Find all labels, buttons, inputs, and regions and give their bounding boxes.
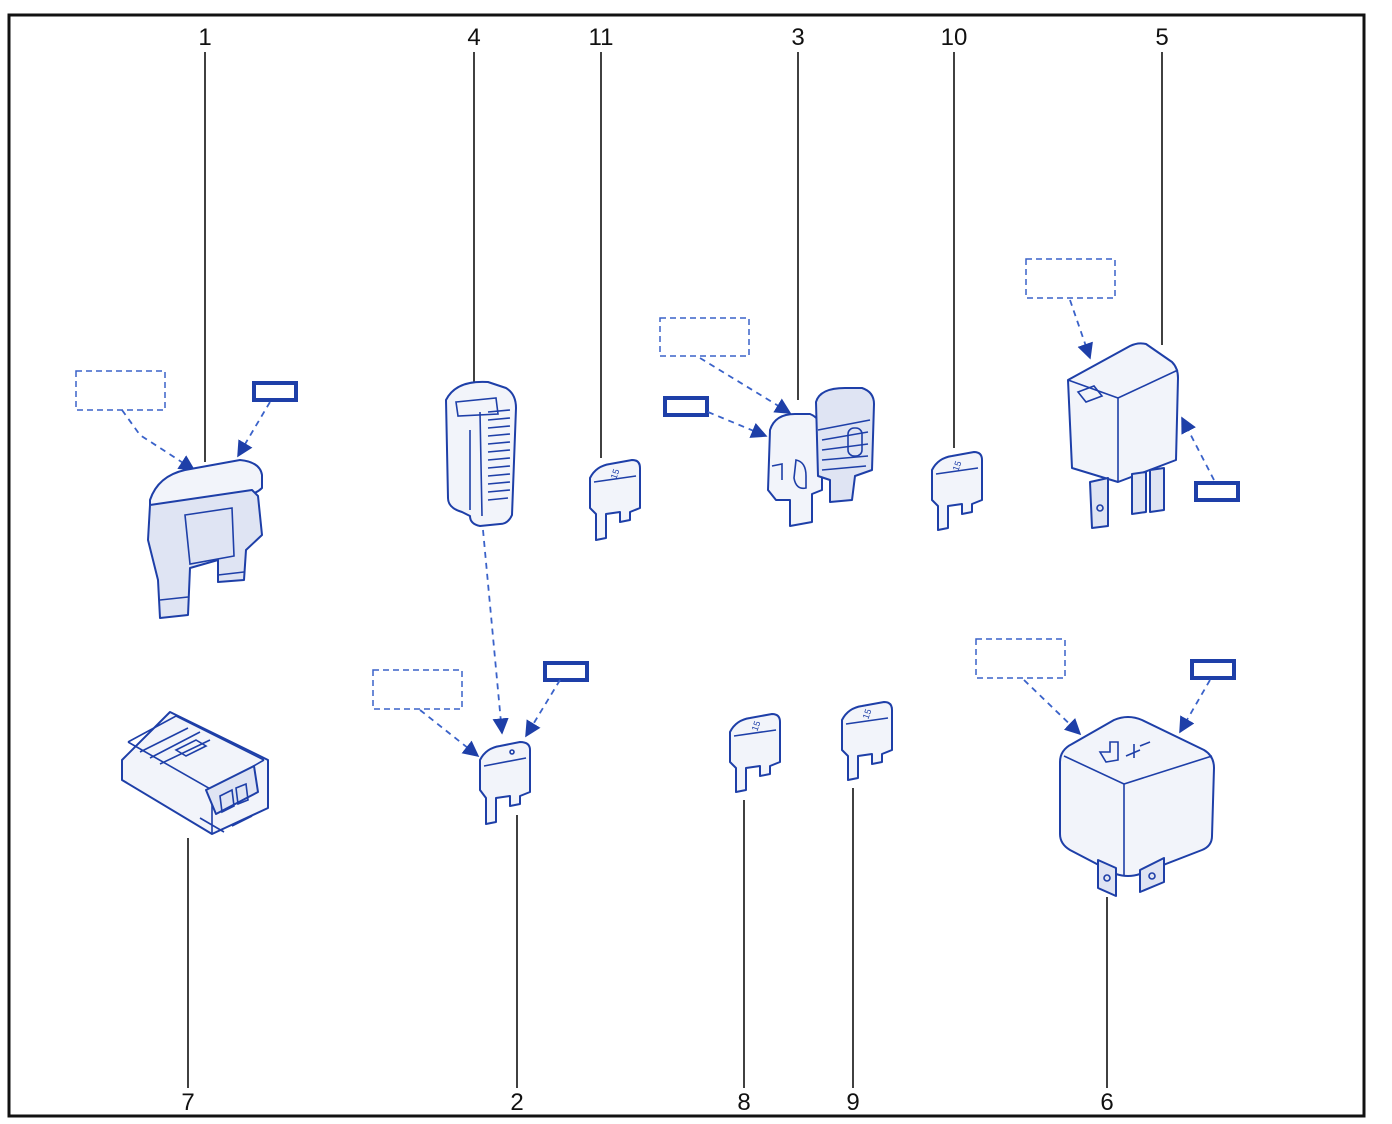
callout-8: 8 (737, 1089, 750, 1116)
fuse-rating-label: 15 (609, 468, 622, 481)
callout-3: 3 (791, 24, 804, 51)
callout-4: 4 (467, 24, 480, 51)
reference-box (1025, 258, 1116, 299)
marker-flag (252, 381, 298, 402)
marker-flag (1194, 481, 1240, 502)
reference-arrow (121, 409, 196, 471)
mini-fuse-part-10: 15 (931, 451, 983, 531)
mini-fuse-part-8: 15 (729, 713, 781, 793)
connector-part-7 (121, 711, 269, 835)
marker-arrow (1181, 416, 1215, 481)
reference-arrow (699, 357, 792, 414)
callout-1: 1 (198, 24, 211, 51)
relay-part-5 (1025, 258, 1240, 529)
callout-5: 5 (1155, 24, 1168, 51)
callout-11: 11 (589, 24, 614, 51)
marker-flag (663, 396, 709, 417)
fuse-puller-part-4 (445, 380, 517, 735)
leader-lines (187, 52, 1163, 1088)
callout-9: 9 (846, 1089, 859, 1116)
marker-flag (543, 661, 589, 682)
marker-arrow (1179, 679, 1211, 734)
callout-6: 6 (1100, 1089, 1113, 1116)
fuse-holder-part-3 (659, 317, 875, 527)
fuse-rating-label: 15 (750, 720, 763, 733)
marker-arrow (237, 401, 271, 458)
diagram-frame (7, 13, 1366, 1118)
marker-flag (1190, 659, 1236, 680)
callout-10: 10 (941, 24, 968, 51)
fuse-rating-label: 15 (861, 708, 874, 721)
reference-arrow (1023, 679, 1082, 736)
marker-arrow (707, 411, 768, 438)
fuse-rating-label: 15 (951, 460, 964, 473)
reference-arrow (1069, 299, 1093, 360)
mini-fuse-part-11: 15 (589, 459, 641, 541)
marker-arrow (525, 679, 561, 738)
reference-box (659, 317, 750, 357)
relay-part-6 (975, 638, 1236, 897)
puller-to-fuse-arrow (482, 529, 509, 735)
callout-2: 2 (510, 1089, 523, 1116)
maxi-fuse-part-1 (75, 370, 298, 619)
reference-arrow (419, 709, 480, 758)
callout-7: 7 (181, 1089, 194, 1116)
mini-fuse-part-9: 15 (841, 701, 893, 781)
reference-box (75, 370, 166, 411)
mini-fuse-part-2 (372, 661, 589, 825)
reference-box (975, 638, 1066, 679)
reference-box (372, 669, 463, 710)
